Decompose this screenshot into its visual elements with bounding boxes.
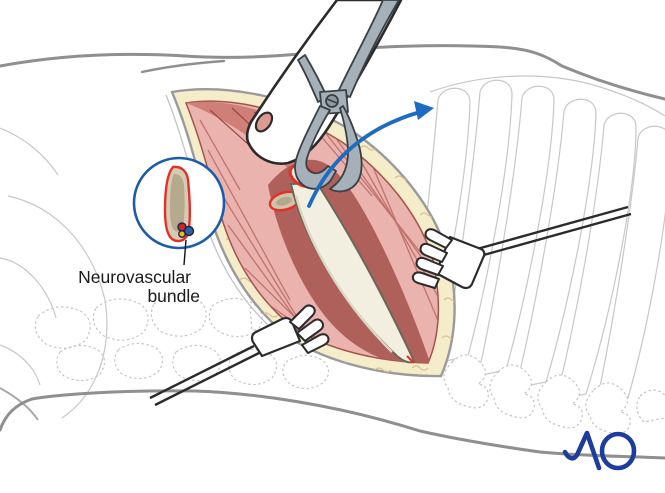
rib-cutter (294, 0, 400, 193)
retractor-handle (149, 344, 260, 407)
retractor-right (411, 205, 632, 290)
surgical-wound (165, 88, 456, 378)
rib-tip-red-mark (406, 355, 415, 364)
spine-dotted-right (443, 354, 665, 435)
lower-body-contour (0, 389, 665, 460)
shoulder-ridge-line (429, 75, 665, 117)
label-pointer-line (183, 239, 187, 266)
label-line1: Neurovascular (78, 267, 191, 287)
retractor-prongs (289, 304, 330, 354)
arrowhead (414, 101, 434, 120)
axilla-fold-line (140, 59, 226, 74)
inset-detail: Neurovascular bundle (78, 156, 226, 306)
rib-cutter-handle (337, 0, 400, 98)
retractor-left (149, 304, 330, 407)
vein-dot (183, 225, 195, 237)
retractor-head (434, 235, 486, 290)
rib-removal-arrow (307, 101, 434, 208)
neurovascular-bundle (177, 222, 195, 238)
ao-logo-letter-a (562, 430, 602, 471)
inset-rib-inner (170, 174, 185, 232)
pivot-screw-slot (326, 98, 338, 104)
rib-cutter-arm (297, 54, 328, 103)
retractor-handle (476, 205, 632, 258)
label-line2: bundle (147, 286, 200, 306)
retractor-prongs (411, 228, 453, 289)
ao-logo-letter-o (599, 431, 637, 471)
raspatory-tip-hole (254, 111, 274, 133)
nerve-dot (178, 230, 186, 238)
ao-logo (562, 430, 637, 471)
